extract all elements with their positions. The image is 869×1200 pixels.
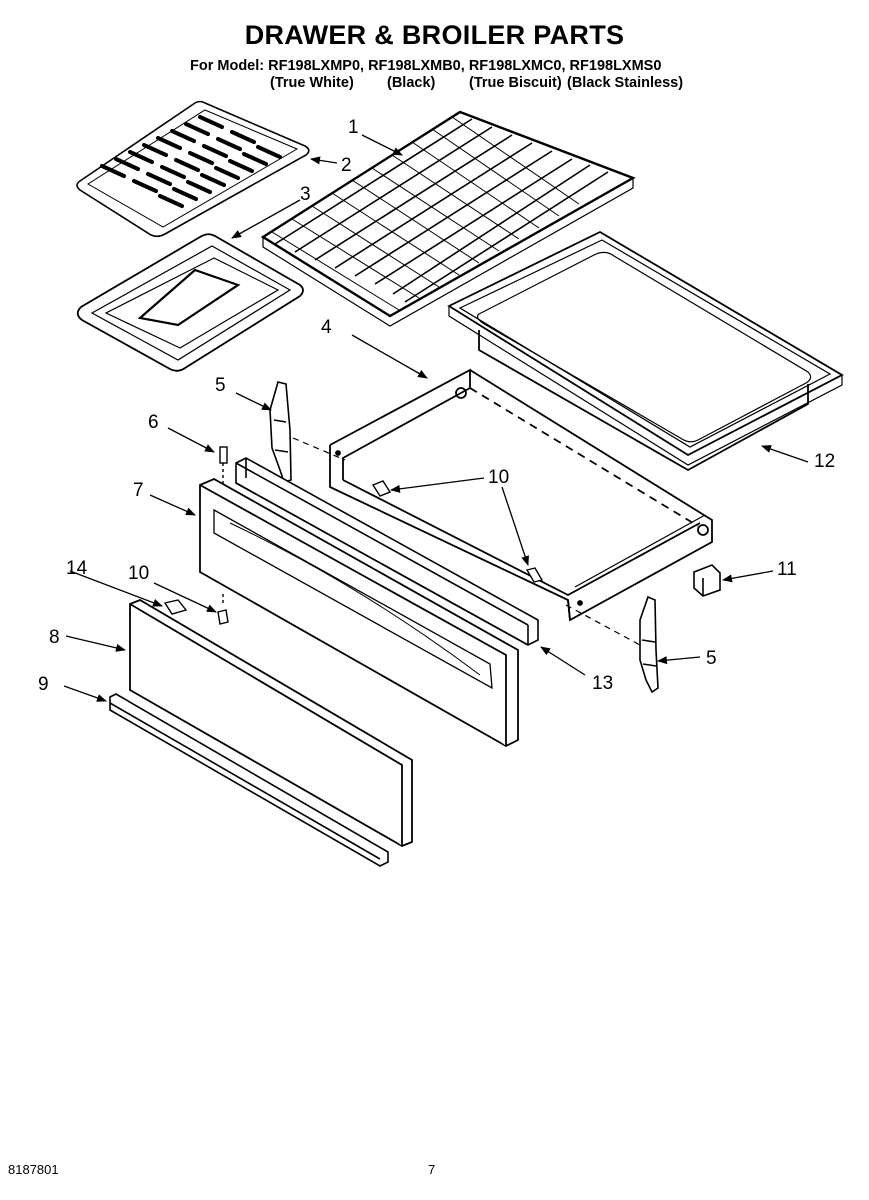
kick-panel-part	[129, 599, 413, 847]
model-2: RF198LXMB0,	[368, 58, 465, 74]
callout-7: 7	[133, 480, 144, 501]
drawer-front-part	[199, 477, 519, 748]
bottom-trim-part	[109, 693, 389, 867]
oven-rack-part	[260, 110, 636, 327]
drawer-body-part	[329, 368, 713, 622]
model-list: For Model: RF198LXMP0, RF198LXMB0, RF198…	[190, 58, 661, 74]
document-number: 8187801	[8, 1162, 59, 1177]
clip-part	[163, 599, 188, 615]
color-2: (Black)	[387, 75, 436, 91]
color-1: (True White)	[270, 75, 354, 91]
drawer-slide-right-part	[639, 595, 659, 694]
callout-10-lower: 10	[128, 563, 149, 584]
callout-2: 2	[341, 155, 352, 176]
model-4: RF198LXMS0	[569, 58, 662, 74]
drawer-trim-part	[235, 457, 539, 646]
leader-lines	[63, 134, 809, 702]
model-prefix: For Model:	[190, 58, 265, 74]
callout-8: 8	[49, 627, 60, 648]
screw-part	[217, 480, 544, 625]
color-4: (Black Stainless)	[567, 75, 684, 91]
callout-13: 13	[592, 673, 613, 694]
callout-12: 12	[814, 451, 835, 472]
drawer-slide-left-part	[269, 381, 292, 483]
catch-part	[693, 564, 721, 597]
callout-14: 14	[66, 558, 88, 579]
callout-5-left: 5	[215, 375, 226, 396]
callout-6: 6	[148, 412, 159, 433]
callout-9: 9	[38, 674, 49, 695]
page-title: DRAWER & BROILER PARTS	[244, 20, 625, 50]
model-3: RF198LXMC0,	[468, 58, 566, 74]
callout-10-upper: 10	[488, 467, 509, 488]
broiler-pan-part	[76, 233, 304, 372]
model-1: RF198LXMP0,	[268, 58, 365, 74]
broiler-grid-part	[76, 100, 310, 238]
page-number: 7	[428, 1162, 436, 1177]
callout-3: 3	[300, 184, 311, 205]
color-3: (True Biscuit)	[469, 75, 562, 91]
callout-1: 1	[348, 117, 359, 138]
drawer-liner-part	[447, 230, 844, 472]
callout-4: 4	[321, 317, 332, 338]
callout-5-right: 5	[706, 648, 717, 669]
callout-11: 11	[777, 559, 797, 580]
